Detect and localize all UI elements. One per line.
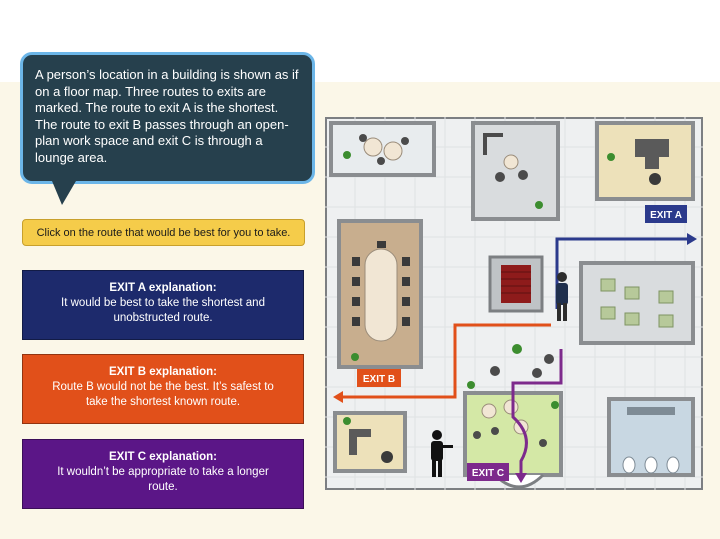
conference-table: [364, 248, 398, 342]
exit-c-explanation: EXIT C explanation: It wouldn’t be appro…: [22, 439, 304, 509]
route-b[interactable]: [343, 323, 551, 399]
exit-c-label[interactable]: EXIT C: [472, 468, 504, 479]
room-open-plan: [579, 261, 695, 345]
desk-icon: [658, 290, 674, 304]
scenario-text: A person’s location in a building is sho…: [35, 67, 299, 165]
chair-icon: [649, 173, 661, 185]
route-c[interactable]: [511, 349, 563, 475]
plant-icon: [607, 153, 615, 161]
table-icon: [363, 137, 383, 157]
exit-b-label[interactable]: EXIT B: [363, 374, 395, 385]
chair-icon: [359, 134, 367, 142]
toilet-icon: [644, 456, 658, 474]
plant-icon: [512, 344, 522, 354]
chair-icon: [402, 297, 410, 306]
chair-icon: [490, 366, 500, 376]
desk-icon: [658, 314, 674, 328]
chair-icon: [352, 257, 360, 266]
chair-icon: [352, 277, 360, 286]
staircase-carpet: [501, 265, 531, 303]
toilet-icon: [666, 456, 680, 474]
sink-counter: [627, 407, 675, 415]
instruction-banner: Click on the route that would be best fo…: [22, 219, 305, 246]
sofa-icon: [483, 133, 487, 155]
exit-a-explanation: EXIT A explanation: It would be best to …: [22, 270, 304, 340]
floor-map: EXIT A EXIT B EXIT C: [325, 117, 703, 490]
exit-c-explanation-body: It wouldn’t be appropriate to take a lon…: [57, 466, 269, 493]
room-top-left: [329, 121, 436, 177]
desk-icon: [624, 286, 640, 300]
table-icon: [503, 399, 519, 415]
chair-icon: [518, 170, 528, 180]
table-icon: [383, 141, 403, 161]
exit-b-explanation: EXIT B explanation: Route B would not be…: [22, 354, 304, 424]
table-icon: [481, 403, 497, 419]
desk-icon: [645, 147, 659, 169]
chair-icon: [402, 257, 410, 266]
table-icon: [503, 154, 519, 170]
speech-bubble: A person’s location in a building is sho…: [20, 52, 315, 184]
toilet-icon: [622, 456, 636, 474]
exit-b-explanation-title: EXIT B explanation:: [109, 366, 217, 378]
plant-icon: [343, 151, 351, 159]
chair-icon: [532, 368, 542, 378]
exit-c-label-box[interactable]: [467, 463, 509, 481]
plant-icon: [535, 201, 543, 209]
route-b-arrowhead: [333, 391, 343, 403]
chair-icon: [495, 172, 505, 182]
exit-a-explanation-title: EXIT A explanation:: [109, 282, 217, 294]
chair-icon: [473, 431, 481, 439]
plant-icon: [551, 401, 559, 409]
chair-icon: [539, 439, 547, 447]
chair-icon: [352, 317, 360, 326]
exit-a-explanation-body: It would be best to take the shortest an…: [61, 297, 265, 324]
intruder-icon: [431, 430, 453, 477]
room-top-middle: [471, 121, 560, 221]
plant-icon: [343, 417, 351, 425]
chair-icon: [352, 297, 360, 306]
exit-b-label-box[interactable]: [357, 369, 401, 387]
chair-icon: [401, 137, 409, 145]
plant-icon: [351, 353, 359, 361]
chair-icon: [491, 427, 499, 435]
chair-icon: [402, 317, 410, 326]
exit-b-explanation-body: Route B would not be the best. It’s safe…: [52, 381, 274, 408]
chair-icon: [381, 451, 393, 463]
instruction-text: Click on the route that would be best fo…: [36, 226, 291, 239]
desk-icon: [349, 429, 357, 455]
desk-icon: [349, 429, 371, 437]
chair-icon: [377, 157, 385, 165]
chair-icon: [377, 241, 386, 248]
plant-icon: [467, 381, 475, 389]
exit-a-label[interactable]: EXIT A: [650, 210, 682, 221]
desk-icon: [624, 312, 640, 326]
route-c-arrowhead: [515, 473, 527, 483]
desk-icon: [600, 278, 616, 292]
desk-icon: [600, 306, 616, 320]
person-icon: [556, 272, 568, 321]
exit-c-explanation-title: EXIT C explanation:: [109, 451, 217, 463]
exit-a-label-box[interactable]: [645, 205, 687, 223]
route-a-arrowhead: [687, 233, 697, 245]
chair-icon: [402, 277, 410, 286]
speech-bubble-tail: [52, 181, 76, 205]
sofa-icon: [483, 133, 503, 137]
chair-icon: [544, 354, 554, 364]
